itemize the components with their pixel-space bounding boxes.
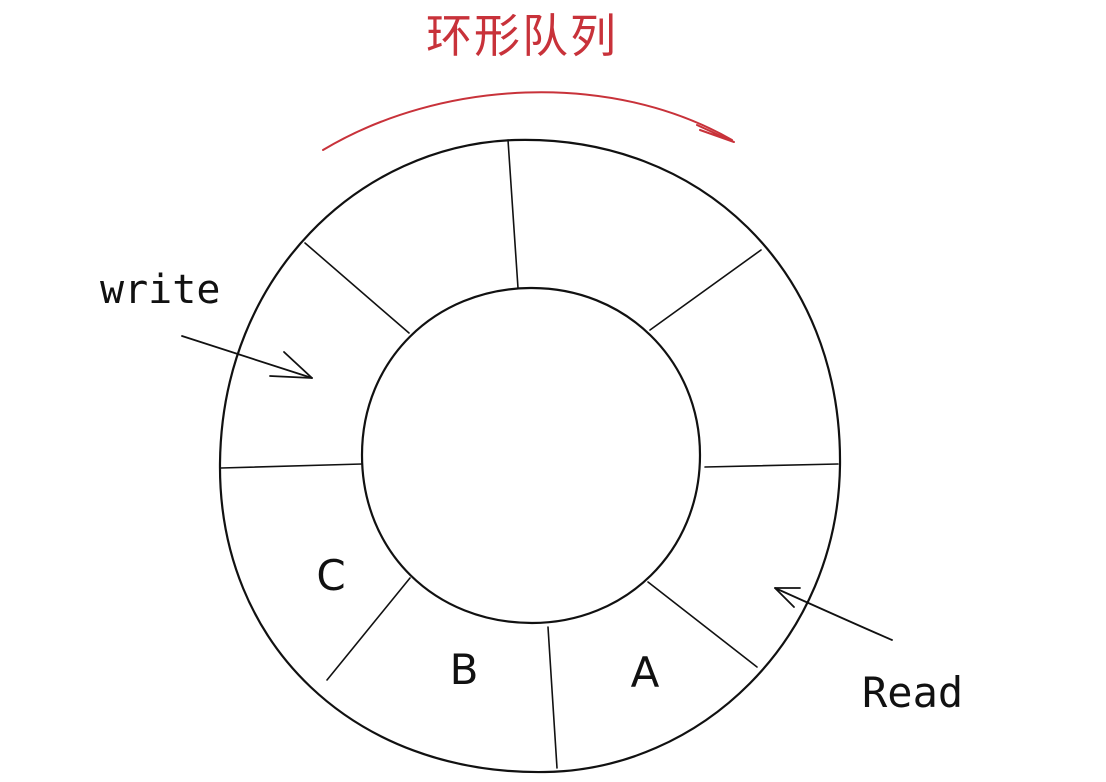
divider-line [326,577,411,681]
slot-dividers [220,139,839,769]
write-pointer-arrow [181,335,313,379]
diagram-title: 环形队列 [426,9,618,63]
divider-line [704,463,839,468]
divider-line [649,249,762,331]
divider-line [547,626,558,769]
write-pointer-label: write [100,267,220,313]
divider-line [647,581,758,668]
slot-a-letter: A [631,648,660,697]
slot-b-letter: B [450,645,479,694]
divider-line [220,463,363,469]
divider-line [507,139,519,289]
outer-ring [218,138,842,774]
slot-c-letter: C [316,551,345,600]
read-pointer-label: Read [862,668,963,717]
direction-arrow [322,91,735,151]
read-pointer-arrow [774,587,893,641]
divider-line [304,242,410,334]
inner-ring [360,286,702,625]
